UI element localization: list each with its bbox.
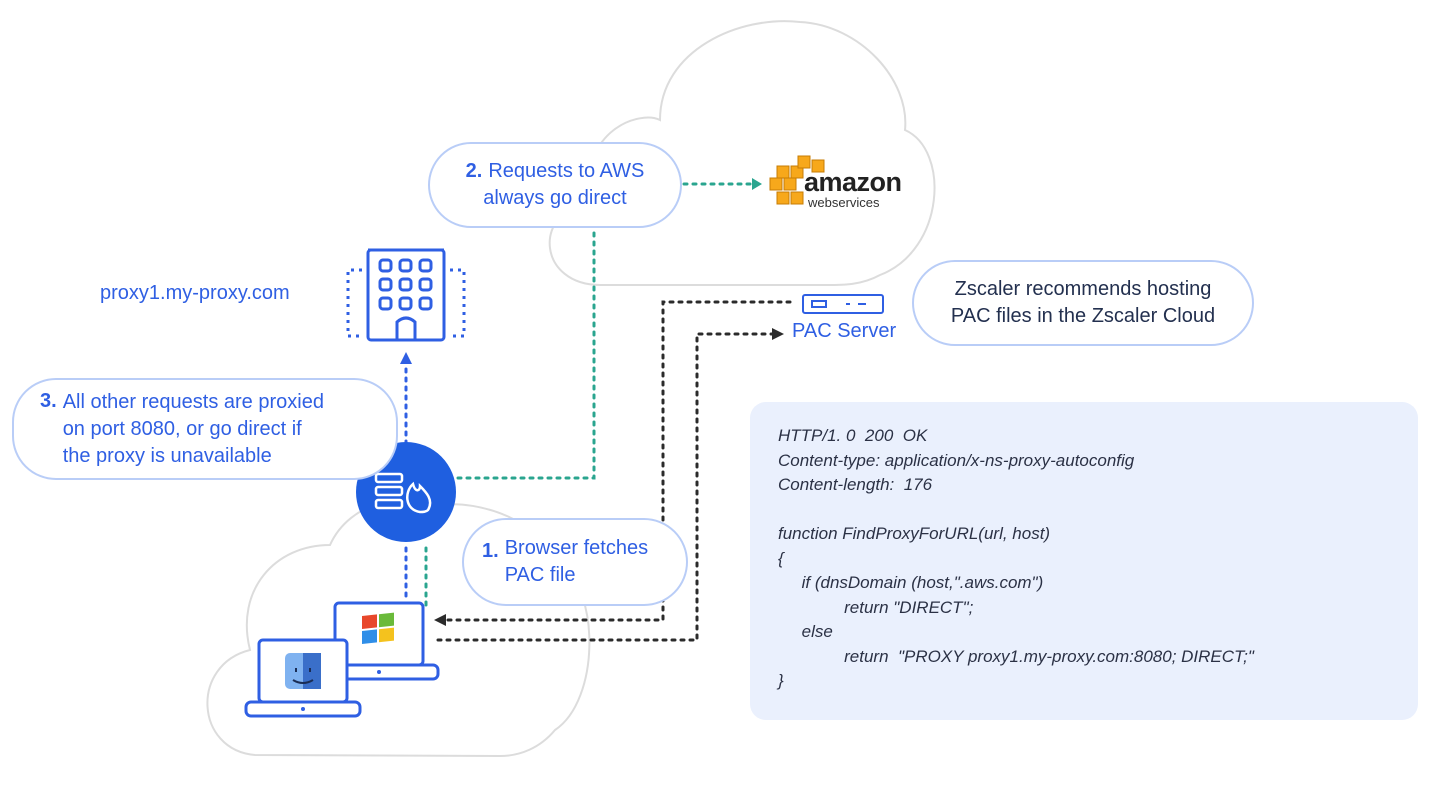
code-line: HTTP/1. 0 200 OK bbox=[778, 426, 928, 445]
amazon-logo-word: amazon bbox=[804, 167, 902, 197]
code-line: } bbox=[778, 671, 784, 690]
zscaler-recommendation-callout: Zscaler recommends hosting PAC files in … bbox=[912, 260, 1254, 346]
code-line: else bbox=[778, 622, 833, 641]
proxy-host-label: proxy1.my-proxy.com bbox=[100, 282, 290, 304]
code-blank-line bbox=[778, 498, 1390, 523]
pac-file-code-panel: HTTP/1. 0 200 OK Content-type: applicati… bbox=[750, 402, 1418, 720]
code-line: return "DIRECT"; bbox=[778, 597, 974, 617]
callout-line: the proxy is unavailable bbox=[62, 444, 272, 467]
proxy-callout: 3. All other requests are proxied on por… bbox=[12, 378, 398, 480]
mac-laptop-icon bbox=[244, 638, 362, 718]
aws-logo-cubes bbox=[769, 155, 825, 205]
callout-line: Browser fetches bbox=[504, 537, 649, 559]
callout-line: Requests to AWS bbox=[488, 160, 645, 182]
code-line: { bbox=[778, 548, 784, 568]
proxy-route-line bbox=[400, 352, 412, 602]
code-line: function FindProxyForURL(url, host) bbox=[778, 524, 1051, 543]
code-line: if (dnsDomain (host,".aws.com") bbox=[778, 573, 1044, 592]
callout-line: All other requests are proxied bbox=[62, 390, 324, 413]
code-line: return "PROXY proxy1.my-proxy.com:8080; … bbox=[778, 646, 1254, 666]
amazon-logo-sub: webservices bbox=[808, 195, 880, 210]
callout-number: 2. bbox=[465, 160, 483, 182]
callout-line: on port 8080, or go direct if bbox=[62, 417, 302, 440]
callout-line: Zscaler recommends hosting bbox=[954, 278, 1212, 300]
pac-server-icon bbox=[802, 294, 884, 314]
browser-fetch-callout: 1. Browser fetches PAC file bbox=[462, 518, 688, 606]
aws-direct-arrow bbox=[682, 178, 762, 190]
callout-line: always go direct bbox=[483, 187, 627, 209]
aws-route-line bbox=[424, 228, 596, 607]
pac-server-label: PAC Server bbox=[792, 320, 897, 342]
amazon-web-services-logo: amazon webservices bbox=[804, 168, 902, 210]
code-line: Content-type: application/x-ns-proxy-aut… bbox=[778, 450, 1135, 470]
code-line: Content-length: 176 bbox=[778, 475, 933, 494]
callout-line: PAC file bbox=[504, 564, 576, 586]
pac-fetch-lines bbox=[434, 300, 792, 642]
proxy-building-icon bbox=[346, 248, 466, 342]
callout-number: 1. bbox=[482, 540, 499, 562]
callout-line: PAC files in the Zscaler Cloud bbox=[950, 305, 1216, 327]
windows-laptop-icon bbox=[320, 601, 440, 681]
callout-number: 3. bbox=[40, 390, 57, 412]
aws-direct-callout: 2.Requests to AWS always go direct bbox=[428, 142, 682, 228]
